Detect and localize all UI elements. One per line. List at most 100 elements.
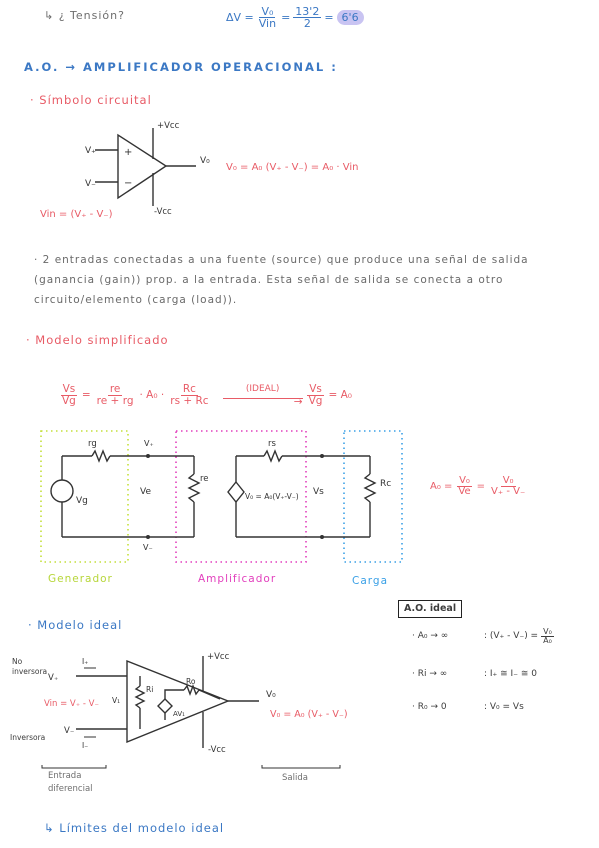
- explanation-paragraph: · 2 entradas conectadas a una fuente (so…: [34, 254, 529, 306]
- carga-label: Carga: [352, 575, 388, 587]
- carga-box: [343, 430, 403, 563]
- deriv-f3-num: Rc: [180, 383, 198, 396]
- label-vplus: V₊: [144, 439, 154, 448]
- rc-resistor: [363, 473, 377, 503]
- ideal-iplus: I₊: [82, 657, 88, 666]
- deriv-f3-den: rs + Rc: [170, 394, 209, 407]
- label-rs: rs: [268, 439, 276, 449]
- prop2-right: : I₊ ≅ I₋ ≅ 0: [484, 669, 537, 679]
- ao-ideal-box-title: A.O. ideal: [398, 600, 463, 618]
- ideal-arrow-group: (IDEAL) →: [222, 384, 303, 407]
- annotation-arrows: [41, 667, 341, 769]
- entrada-label-1: Entrada: [48, 771, 82, 781]
- sym-minus-sign: −: [124, 178, 132, 189]
- ideal-vplus: V₊: [48, 673, 58, 683]
- a0-f1-den: Ve: [458, 486, 471, 497]
- label-ve: Ve: [140, 487, 151, 497]
- ideal-iminus: I₋: [82, 741, 88, 750]
- prop3-left: · R₀ → 0: [412, 702, 447, 712]
- simbolo-heading: · Símbolo circuital: [30, 93, 152, 107]
- deriv-f1-den: Vg: [62, 394, 76, 407]
- a0-f1-num: V₀: [457, 475, 472, 487]
- deriv-f2-den: re + rg: [96, 394, 134, 407]
- inversora-label: Inversora: [10, 733, 46, 742]
- eq-result-highlight: 6'6: [336, 10, 364, 25]
- ideal-dependent-source: [157, 698, 173, 714]
- deriv-eq1: =: [81, 388, 91, 401]
- salida-bracket: [261, 765, 341, 769]
- rg-resistor: [91, 449, 111, 463]
- opamp-triangle: [117, 133, 168, 200]
- label-rc: Rc: [380, 479, 391, 489]
- label-rg: rg: [88, 439, 97, 449]
- ro-to-out: [198, 689, 221, 700]
- ideal-internal-wire: [164, 689, 184, 699]
- simplified-circuit: [50, 449, 377, 538]
- opamp-symbol: [95, 128, 196, 206]
- deriv-f1-num: Vs: [60, 383, 78, 396]
- entrada-bracket: [41, 765, 107, 769]
- eq-lhs: ΔV =: [226, 11, 254, 24]
- label-vminus: V₋: [143, 543, 153, 552]
- ideal-vo: V₀: [266, 690, 276, 700]
- no-inversora-label-2: inversora: [12, 667, 48, 676]
- eq-equal-1: =: [281, 11, 291, 24]
- label-vs: Vs: [313, 487, 324, 497]
- sym-vcc-neg: -Vcc: [154, 207, 172, 217]
- prop3-right: : V₀ = Vs: [484, 702, 524, 712]
- prop1-right-text: : (V₊ - V₋) =: [484, 631, 539, 641]
- ideal-vin-def: Vin = V₊ - V₋: [44, 699, 99, 709]
- amplificador-label: Amplificador: [198, 573, 277, 585]
- eq-frac1-num: V₀: [259, 5, 276, 18]
- node-vplus: [146, 454, 150, 458]
- a0-f2-num: V₀: [500, 475, 516, 487]
- eq-equal-2: =: [324, 11, 334, 24]
- prop2-left: · Ri → ∞: [412, 669, 448, 679]
- generador-box: [40, 430, 129, 563]
- sym-vo: V₀: [200, 156, 210, 166]
- sym-vplus: V₊: [85, 146, 96, 156]
- entrada-label-2: diferencial: [48, 784, 93, 794]
- limites-heading: ↳ Límites del modelo ideal: [44, 821, 225, 835]
- ideal-vcc-neg: -Vcc: [208, 745, 226, 755]
- deriv-f2-num: re: [107, 383, 123, 396]
- prop1-frac-den: A₀: [543, 636, 552, 645]
- deriv-f4-num: Vs: [307, 383, 324, 396]
- ideal-label: (IDEAL): [245, 384, 280, 394]
- eq-frac1-den: Vin: [258, 17, 277, 30]
- prop1-left: · A₀ → ∞: [412, 631, 449, 641]
- deriv-f4-den: Vg: [308, 394, 323, 407]
- ideal-ri: Ri: [146, 685, 153, 694]
- ideal-vcc-pos: +Vcc: [207, 652, 230, 662]
- no-inversora-label-1: No: [12, 657, 23, 666]
- ideal-avi: AV₁: [173, 710, 185, 718]
- label-re: re: [200, 474, 209, 484]
- ideal-opamp-triangle: [126, 659, 230, 744]
- sym-vminus: V₋: [85, 179, 96, 189]
- eq-frac2-den: 2: [303, 17, 311, 30]
- dependent-source: [227, 480, 245, 504]
- eq-frac2-num: 13'2: [293, 5, 322, 18]
- ri-resistor: [134, 685, 146, 709]
- vin-definition: Vin = (V₊ - V₋): [40, 209, 113, 220]
- ideal-arrow: →: [222, 397, 303, 407]
- rs-resistor: [263, 449, 283, 463]
- a0-lhs: A₀ =: [430, 480, 453, 492]
- tension-question: ↳ ¿ Tensión?: [44, 9, 125, 22]
- a0-f2-den: V₊ - V₋: [491, 486, 526, 497]
- node-vs-bottom: [320, 535, 324, 539]
- a0-eq: =: [476, 480, 486, 492]
